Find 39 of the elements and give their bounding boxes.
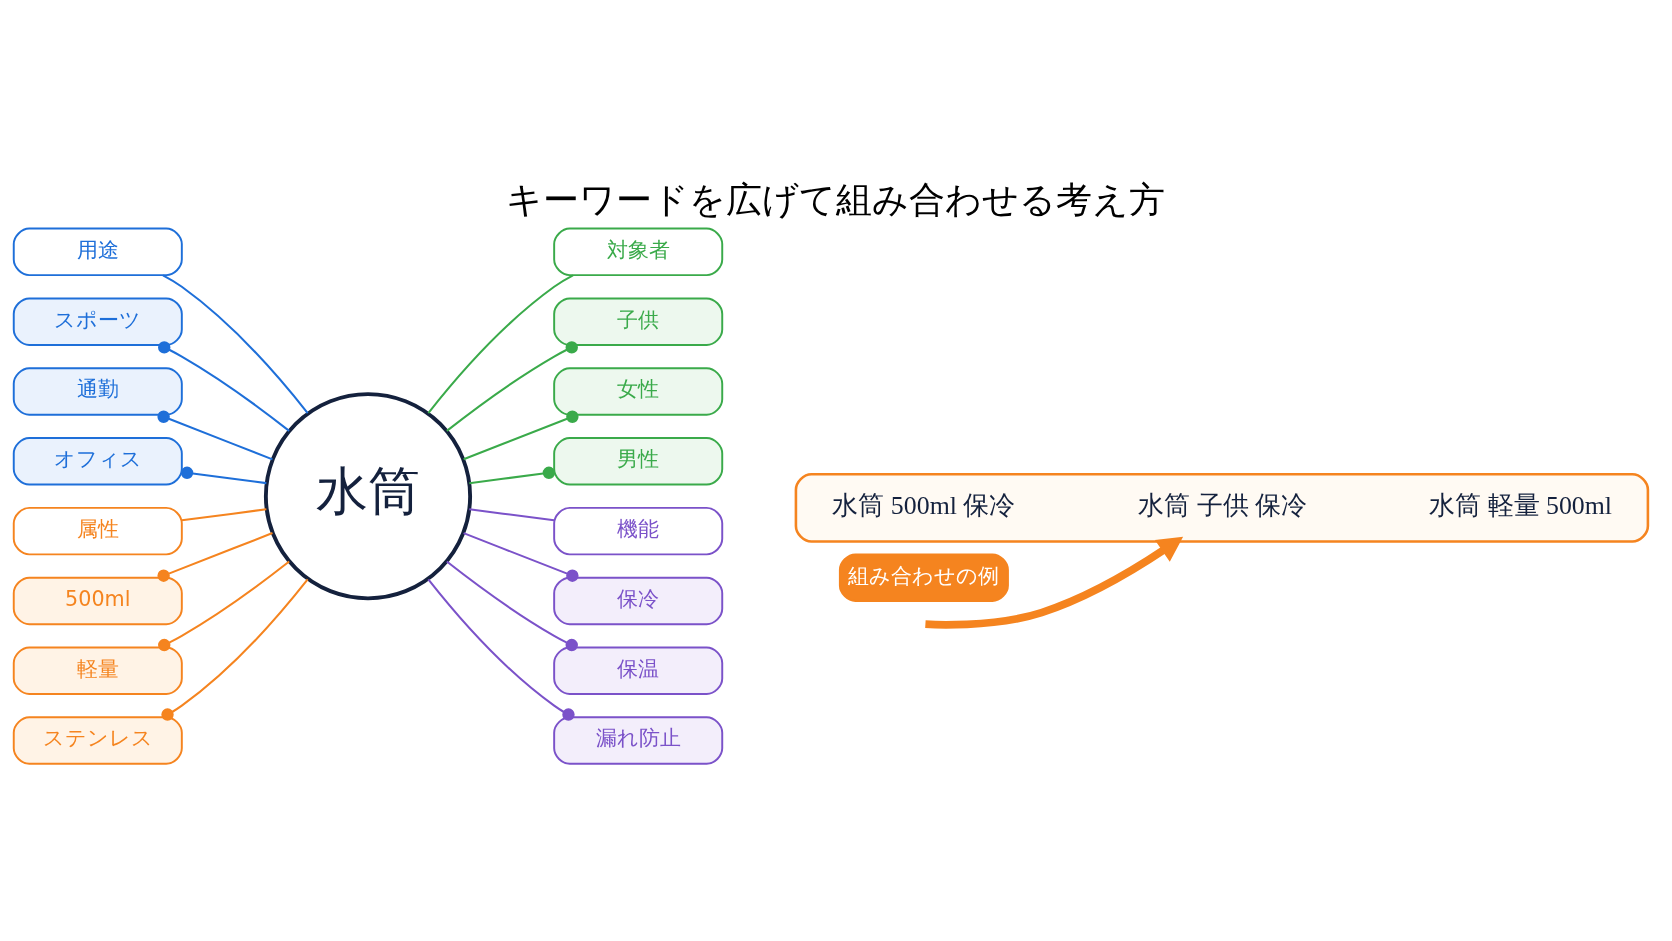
node-box: 対象者: [553, 227, 724, 276]
connector: [463, 531, 579, 582]
connector: [427, 273, 574, 414]
node-box: ステンレス: [12, 715, 183, 765]
connector: [162, 273, 309, 414]
node-text: 水筒 軽量 500ml: [1429, 490, 1613, 520]
connector: [161, 578, 309, 721]
node-box: 保温: [553, 646, 724, 695]
connector: [158, 560, 290, 651]
connector: [427, 578, 575, 721]
node-text: 水筒 500ml 保冷: [832, 490, 1016, 520]
connector: [469, 507, 555, 521]
node-box: 保冷: [553, 576, 724, 625]
connector: [463, 410, 579, 460]
node-box: 漏れ防止: [553, 715, 724, 765]
node-box: 機能: [553, 506, 724, 555]
node-box: 500ml: [12, 576, 183, 625]
connector: [469, 466, 556, 484]
cluster: [794, 472, 1650, 543]
node-box: スポーツ: [12, 296, 183, 346]
node-box: 女性: [553, 366, 724, 416]
node-box: 子供: [553, 296, 724, 346]
connector: [446, 340, 578, 432]
diagram-title: キーワードを広げて組み合わせる考え方: [506, 177, 1166, 221]
node-box: 属性: [12, 506, 183, 555]
node-box: オフィス: [12, 436, 183, 486]
node-text: 水筒 子供 保冷: [1138, 490, 1308, 520]
connector: [181, 507, 267, 521]
connector: [446, 560, 578, 651]
connector: [157, 410, 273, 460]
node-box: 組み合わせの例: [838, 552, 1009, 602]
connector: [157, 531, 273, 582]
node-box: 通勤: [12, 366, 183, 416]
node-box: 男性: [553, 436, 724, 486]
node-circle: 水筒: [263, 391, 473, 600]
node-box: 軽量: [12, 646, 183, 695]
node-box: 用途: [12, 227, 183, 276]
connector: [180, 466, 267, 484]
connector: [158, 340, 290, 432]
